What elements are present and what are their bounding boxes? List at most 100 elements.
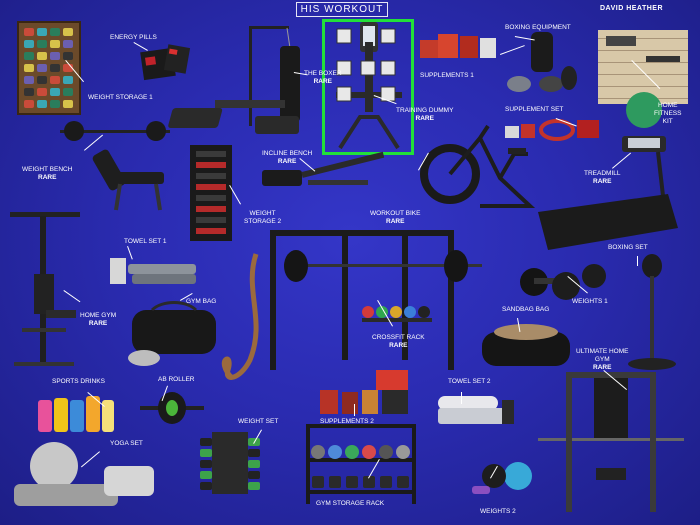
close-icon [336,28,352,44]
weight-plate-shelf [196,228,226,234]
dumbbell-slot [63,100,73,108]
energy-pills-image[interactable] [140,42,192,82]
label-weight-set: WEIGHT SET [238,418,279,425]
home-fitness-kit-image[interactable] [598,30,692,134]
dumbbell [200,471,212,479]
dumbbell [248,460,260,468]
sports-drinks-image[interactable] [36,390,116,436]
supplements-2-image[interactable] [316,370,416,422]
dumbbell-slot [63,28,73,36]
crossfit-rack-image[interactable] [262,228,482,378]
wall-slat [598,38,688,39]
dumbbell-slot [24,40,34,48]
label-supplements-1: SUPPLEMENTS 1 [420,72,474,79]
medicine-ball [362,306,374,318]
dumbbell-slot [37,52,47,60]
page-title: HIS WORKOUT [296,2,388,17]
training-dummy-image[interactable] [330,22,410,150]
close-icon [380,28,396,44]
dumbbell [200,482,212,490]
dumbbell-slot [37,28,47,36]
workout-bike-image[interactable] [420,118,536,216]
dumbbell-slot [24,76,34,84]
dumbbell [363,476,375,488]
dumbbell [248,482,260,490]
medicine-ball [362,445,376,459]
dumbbell-slot [24,64,34,72]
dumbbell-slot [50,28,60,36]
battle-rope-image[interactable] [214,250,264,390]
weight-plate-shelf [196,206,226,212]
dumbbell-slot [24,100,34,108]
dumbbell-slot [50,40,60,48]
dumbbell-slot [37,88,47,96]
dumbbell-slot [63,88,73,96]
label-sandbag-bag: SANDBAG BAG [502,306,550,313]
medicine-ball [396,445,410,459]
weight-plate-shelf [196,173,226,179]
dumbbell [248,471,260,479]
label-weight-storage-1: WEIGHT STORAGE 1 [88,94,153,101]
ultimate-home-gym-image[interactable] [538,368,688,518]
weight-plate-shelf [196,217,226,223]
gym-storage-rack-image[interactable] [306,424,416,506]
dumbbell [380,476,392,488]
medicine-ball [418,306,430,318]
home-gym-image[interactable] [8,210,88,370]
dumbbell-slot [50,88,60,96]
dumbbell-slot [50,52,60,60]
supplements-1-image[interactable] [420,30,500,60]
label-yoga-set: YOGA SET [110,440,143,447]
close-icon [360,60,376,76]
wall-slat [598,50,688,51]
the-boxer-image[interactable] [168,18,305,140]
dumbbell [200,438,212,446]
towel-set-2-image[interactable] [436,392,518,432]
weight-plate-shelf [196,162,226,168]
dumbbell-slot [37,40,47,48]
medicine-ball [311,445,325,459]
yoga-set-image[interactable] [14,440,164,512]
dumbbell [346,476,358,488]
sandbag-bag-image[interactable] [478,318,576,370]
dumbbell [329,476,341,488]
weight-storage-2-image[interactable] [190,145,234,245]
treadmill-image[interactable] [538,132,684,250]
close-icon [336,86,352,102]
gym-bag-image[interactable] [122,300,222,372]
dumbbell-slot [24,88,34,96]
weight-bench-image[interactable] [60,120,178,216]
dumbbell-slot [37,64,47,72]
wall-slat [598,62,688,63]
dumbbell [312,476,324,488]
boxing-equipment-image[interactable] [505,28,581,100]
dumbbell-slot [50,100,60,108]
label-boxing-set: BOXING SET [608,244,648,251]
weight-storage-1-image[interactable] [17,21,84,117]
weight-set-image[interactable] [198,432,268,498]
weights-2-image[interactable] [470,456,542,500]
label-energy-pills: ENERGY PILLS [110,34,157,41]
label-weights-1: WEIGHTS 1 [572,298,608,305]
dumbbell-slot [24,52,34,60]
supplement-set-image[interactable] [505,112,603,142]
medicine-ball [390,306,402,318]
towel-set-1-image[interactable] [110,254,200,286]
dumbbell-slot [37,76,47,84]
author-name: DAVID HEATHER [600,5,664,12]
boxing-set-image[interactable] [628,252,684,374]
wall-slat [598,74,688,75]
close-icon [380,60,396,76]
ab-roller-image[interactable] [140,388,204,428]
weights-1-image[interactable] [518,262,610,304]
incline-bench-image[interactable] [258,150,388,200]
